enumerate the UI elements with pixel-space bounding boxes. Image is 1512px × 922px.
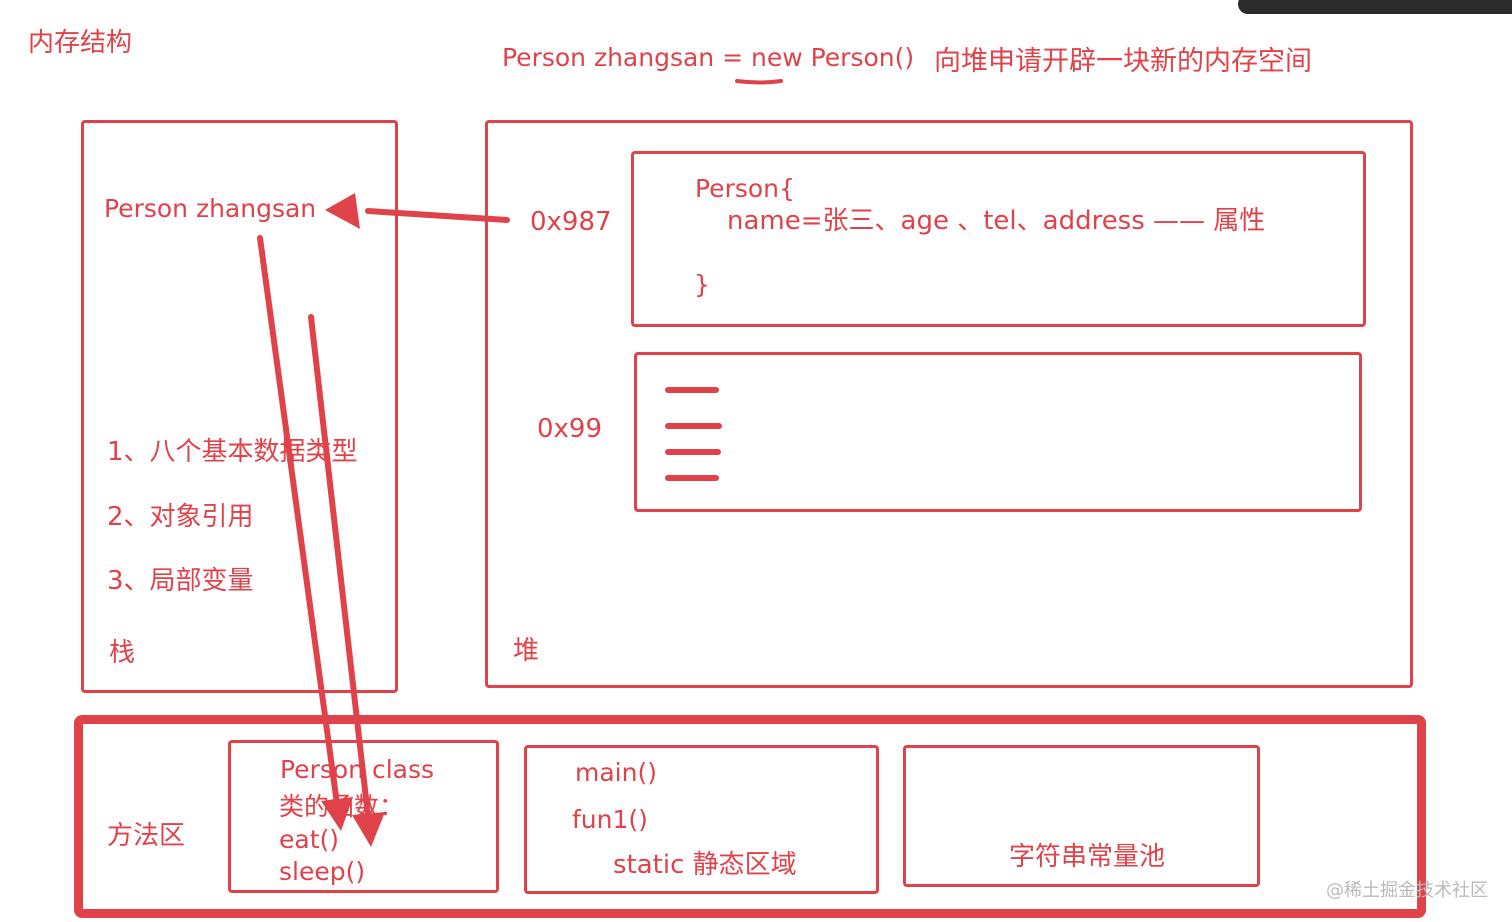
watermark: @稀土掘金技术社区 (1326, 880, 1488, 901)
stack-box (81, 120, 398, 693)
class-line-1: Person class (280, 755, 435, 784)
heap-box (485, 120, 1413, 688)
equation-text: Person zhangsan = new Person() (502, 43, 915, 72)
static-line-3: static 静态区域 (613, 850, 797, 880)
class-arrow-2-shaft (308, 314, 371, 819)
heap-object-attributes: name=张三、age 、tel、address —— 属性 (727, 206, 1266, 236)
string-pool-label: 字符串常量池 (1009, 842, 1166, 872)
equation-note: 向堆申请开辟一块新的内存空间 (934, 46, 1312, 77)
placeholder-lines (665, 387, 722, 481)
heap-object-open: Person{ (695, 174, 795, 203)
heap-address-1: 0x987 (530, 207, 612, 237)
class-arrow-1-shaft (257, 235, 340, 807)
class-line-3: eat() (279, 825, 340, 854)
method-area-label: 方法区 (107, 821, 186, 851)
method-area-box (74, 715, 1426, 918)
heap-object-person (631, 151, 1366, 327)
stack-label: 栈 (109, 638, 136, 668)
stack-item-1: 1、八个基本数据类型 (107, 437, 358, 467)
reference-arrow-head (325, 193, 360, 229)
new-underline-stroke (735, 79, 783, 85)
heap-object-close: } (694, 270, 710, 299)
heap-address-2: 0x99 (537, 414, 603, 444)
stack-item-2: 2、对象引用 (107, 502, 254, 532)
heap-object-2 (634, 352, 1362, 512)
static-line-1: main() (575, 758, 657, 787)
static-line-2: fun1() (572, 805, 648, 834)
class-box (228, 740, 499, 893)
class-line-4: sleep() (279, 857, 366, 886)
static-box (524, 745, 879, 894)
class-arrow-2-head (352, 812, 385, 847)
reference-arrow-shaft (365, 208, 510, 223)
diagram-title: 内存结构 (28, 28, 133, 58)
heap-label: 堆 (513, 636, 540, 666)
class-arrow-1-head (321, 797, 353, 831)
window-top-bar (1238, 0, 1512, 14)
string-pool-box (903, 745, 1260, 887)
stack-reference: Person zhangsan (104, 194, 317, 223)
stack-item-3: 3、局部变量 (107, 566, 254, 596)
